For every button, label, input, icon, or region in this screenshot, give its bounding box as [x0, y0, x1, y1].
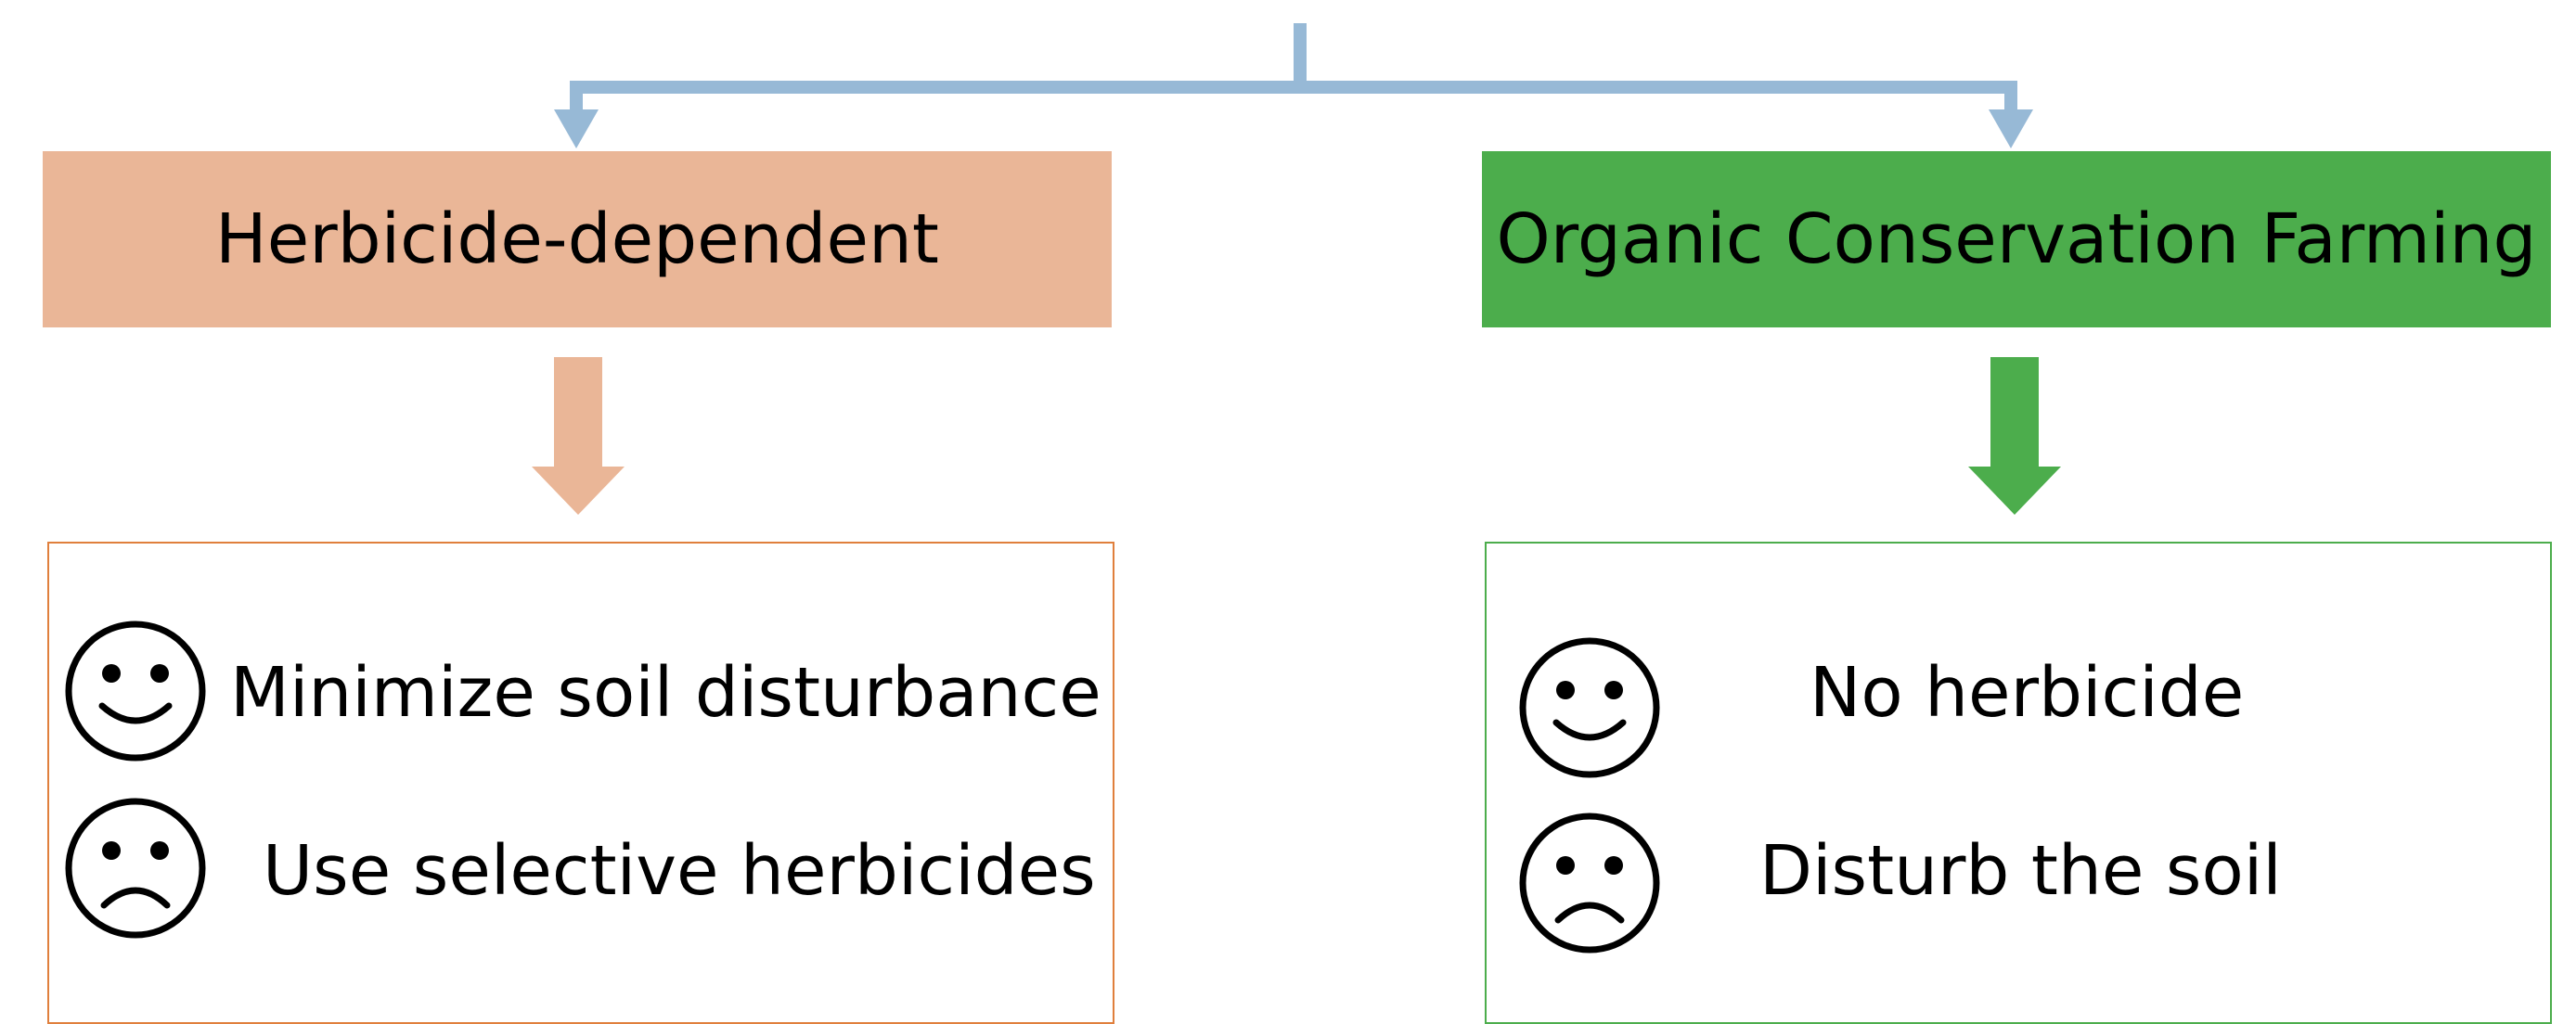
herbicide-down-arrow-icon — [532, 357, 625, 515]
organic-detail-box — [1485, 542, 2552, 1024]
frowning-face-icon — [65, 798, 206, 939]
herbicide-dependent-title: Herbicide-dependent — [215, 199, 939, 279]
herbicide-con-text: Use selective herbicides — [263, 831, 1096, 911]
left-arrowhead-icon — [554, 109, 599, 148]
organic-pro-text: No herbicide — [1810, 653, 2245, 733]
frowning-face-icon — [1519, 813, 1660, 954]
organic-con-text: Disturb the soil — [1759, 831, 2282, 911]
herbicide-detail-box — [47, 542, 1114, 1024]
organic-down-arrow-icon — [1968, 357, 2061, 515]
smiley-face-icon — [65, 621, 206, 762]
connector-diagram — [532, 23, 2061, 515]
herbicide-pro-text: Minimize soil disturbance — [230, 653, 1101, 733]
smiley-face-icon — [1519, 637, 1660, 778]
organic-conservation-farming-box: Organic Conservation Farming — [1482, 151, 2551, 327]
right-arrowhead-icon — [1989, 109, 2033, 148]
organic-conservation-farming-title: Organic Conservation Farming — [1496, 199, 2537, 279]
herbicide-dependent-box: Herbicide-dependent — [43, 151, 1112, 327]
